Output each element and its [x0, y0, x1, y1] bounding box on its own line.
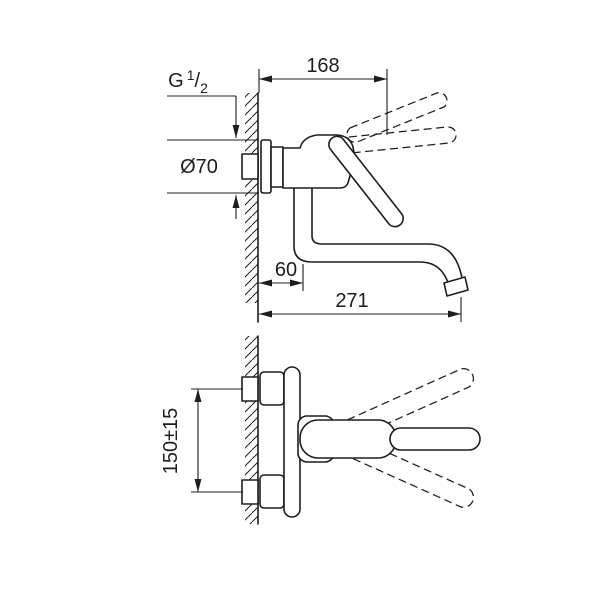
flange-top — [259, 371, 285, 406]
dimension-width: 168 — [258, 55, 388, 135]
spout-aerator — [443, 276, 469, 297]
valve-housing — [270, 146, 284, 188]
wall-section-side — [245, 92, 259, 323]
dimension-diameter: Ø70 — [167, 139, 259, 219]
spout-offset-label: 60 — [275, 259, 297, 281]
lever-dashed-horizontal — [341, 126, 457, 154]
reach-dimension-label: 271 — [335, 290, 368, 312]
flange-bottom — [259, 474, 285, 509]
width-dimension-label: 168 — [306, 55, 339, 77]
faucet-side — [241, 134, 469, 297]
lever-dashed-positions — [341, 92, 457, 154]
wall-hatch — [245, 93, 258, 303]
dimension-mounting-height: 150±15 — [160, 388, 243, 493]
thread-prefix: G — [168, 70, 184, 92]
mounting-height-label: 150±15 — [160, 408, 182, 475]
dimension-spout-offset: 60 — [259, 259, 304, 291]
lever-handle-plan — [299, 419, 397, 459]
spout-outer-line — [293, 187, 451, 287]
wall-union-nut-top — [241, 376, 259, 402]
spout-inner-line — [311, 187, 464, 282]
thread-denominator: 2 — [200, 80, 208, 96]
spout-tube-plan — [389, 427, 481, 451]
wall-union-nut-bottom — [241, 479, 259, 505]
thread-numerator: 1 — [187, 67, 195, 83]
dimension-reach: 271 — [259, 290, 462, 322]
thread-slash: / — [195, 70, 201, 92]
escutcheon-flange — [260, 139, 272, 194]
plan-view: 150±15 — [160, 335, 481, 525]
faucet-plan — [241, 366, 481, 518]
lever-handle — [328, 135, 404, 228]
lever-dashed-raised — [346, 92, 448, 143]
diameter-dimension-label: Ø70 — [180, 156, 218, 178]
wall-union-nut — [241, 153, 259, 180]
